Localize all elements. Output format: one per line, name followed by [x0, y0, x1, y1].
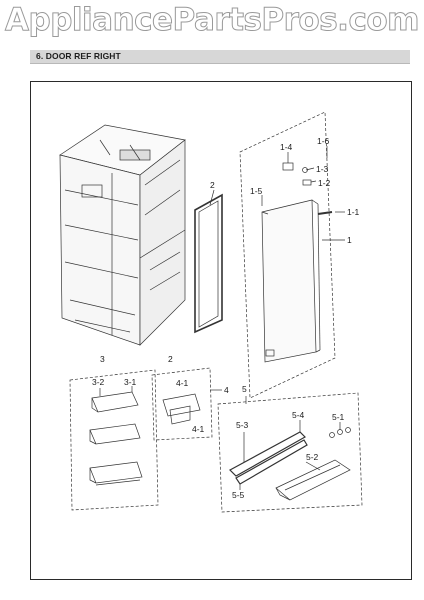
refrigerator-cabinet [59, 124, 186, 346]
callout-bin-strip-b: 5-4 [292, 410, 305, 420]
callout-shelf-group: 4 [224, 385, 229, 395]
callout-bin-strip-a: 5-3 [236, 420, 249, 430]
callout-bin-tray: 5-2 [306, 452, 319, 462]
callout-guard-left: 3-2 [92, 377, 105, 387]
callout-door-bracket: 1-5 [250, 186, 263, 196]
door-gasket [194, 193, 223, 334]
callout-bin-group: 5 [242, 384, 247, 394]
watermark-logo: AppliancePartsPros.com [5, 2, 420, 39]
diagram-frame [30, 81, 412, 580]
callout-guard-right: 3-1 [124, 377, 137, 387]
callout-shelf-upper: 4-1 [176, 378, 189, 388]
door-shelf-set [162, 393, 201, 425]
callout-door-handle-group: 1-6 [317, 136, 330, 146]
shelf-group-outline [151, 367, 213, 441]
refrigerator-door [261, 199, 321, 363]
callout-hinge-screw: 1-3 [316, 164, 329, 174]
crisper-bin-set [229, 427, 351, 501]
door-guard-set [89, 391, 143, 486]
callout-hinge-cap: 1-4 [280, 142, 293, 152]
guard-group-outline [69, 369, 159, 511]
callout-hinge-bushing: 1-2 [318, 178, 331, 188]
callout-shelf-lower: 4-1 [192, 424, 205, 434]
callout-shelf-group-top: 2 [168, 354, 173, 364]
callout-bin-cover: 5-5 [232, 490, 245, 500]
callout-door-cap: 1-1 [347, 207, 360, 217]
section-title: 6. DOOR REF RIGHT [36, 51, 121, 61]
section-header: 6. DOOR REF RIGHT [30, 50, 410, 64]
callout-door-assembly: 1 [347, 235, 352, 245]
door-cap-part [317, 211, 333, 215]
callout-door-gasket: 2 [210, 180, 215, 190]
door-region-outline [239, 111, 336, 399]
hinge-bushing-part [302, 179, 312, 186]
hinge-screw-part [302, 167, 308, 173]
hinge-cap-part [282, 162, 294, 171]
callout-guard-group: 3 [100, 354, 105, 364]
callout-bin-clip: 5-1 [332, 412, 345, 422]
bin-group-outline [217, 392, 363, 513]
